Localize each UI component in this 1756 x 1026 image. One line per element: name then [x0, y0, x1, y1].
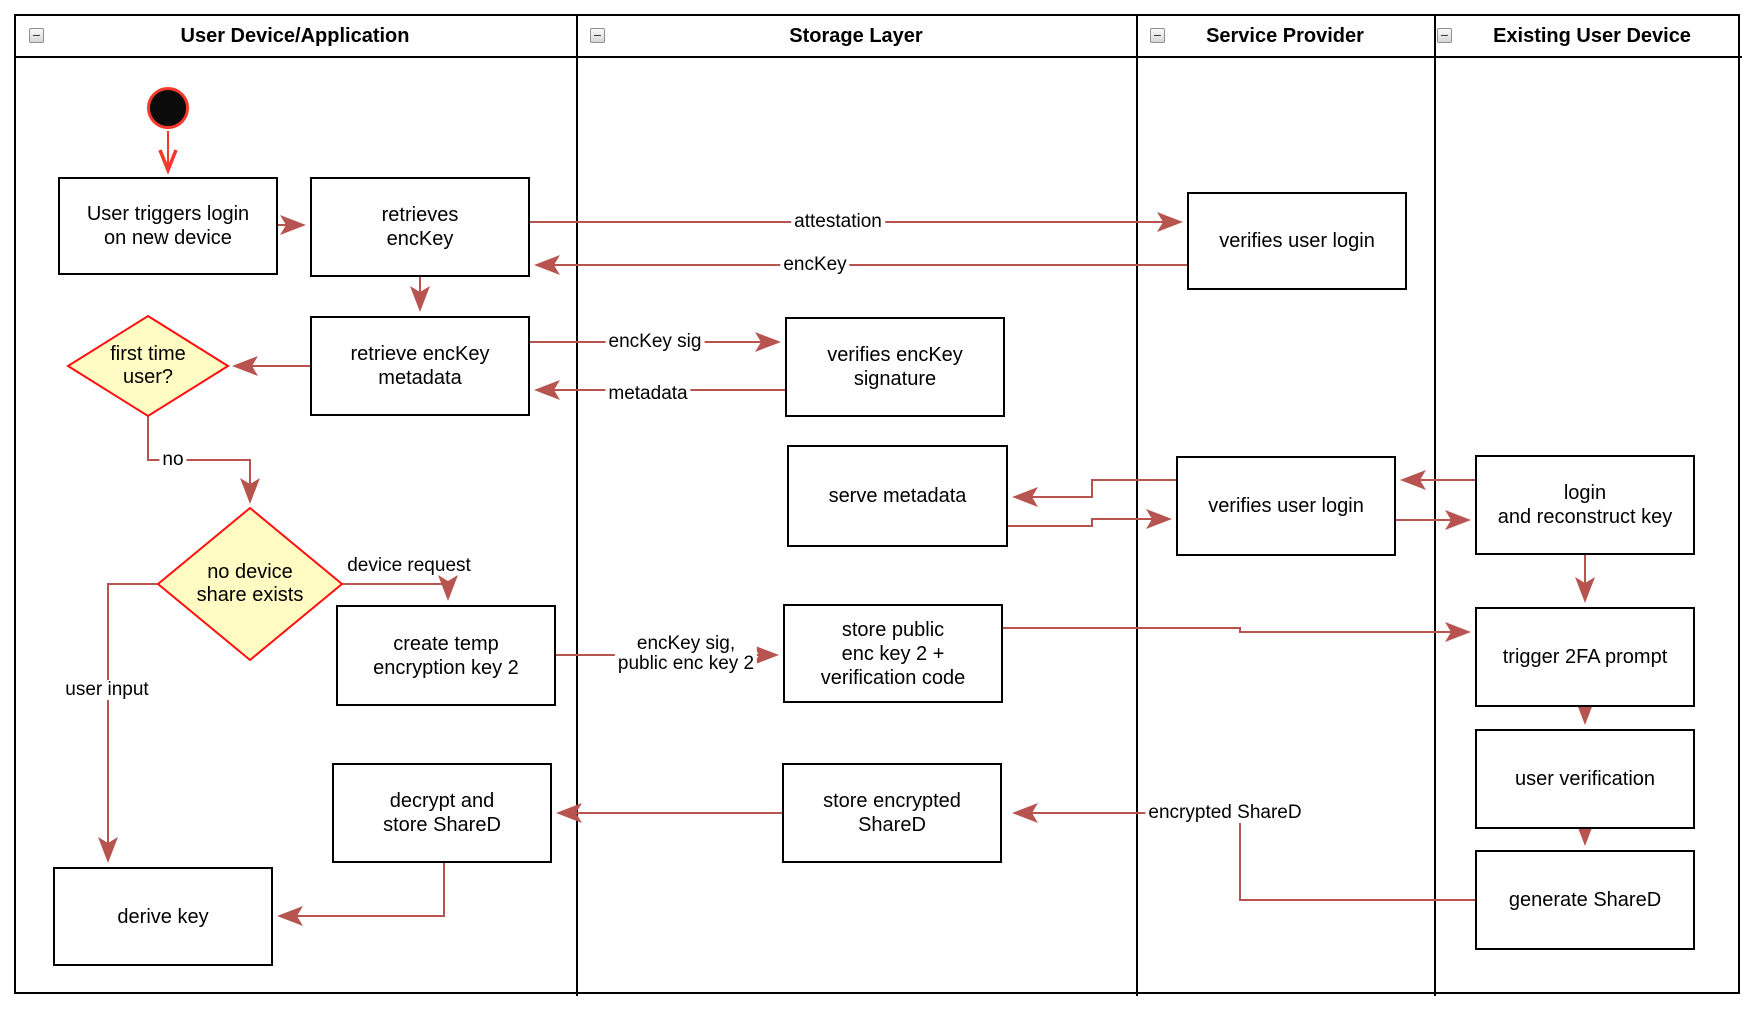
edge-label-enckey-sig: encKey sig — [605, 332, 705, 352]
edge-no — [147, 416, 260, 504]
header-divider — [14, 56, 1742, 58]
edge-label-encrypted-shared: encrypted ShareD — [1145, 803, 1305, 823]
edge-device-request — [342, 575, 458, 601]
lane-divider-3 — [1434, 14, 1436, 996]
node-retrieves-enckey[interactable]: retrieves encKey — [310, 177, 530, 277]
lane-divider-1 — [576, 14, 578, 996]
lane-header-existing-user-device: Existing User Device — [1493, 24, 1691, 47]
edge-label-device-request: device request — [347, 555, 471, 576]
node-user-verification[interactable]: user verification — [1475, 729, 1695, 829]
start-node[interactable] — [147, 87, 189, 129]
edge-label-attestation: attestation — [791, 212, 885, 232]
node-retrieve-enckey-metadata[interactable]: retrieve encKey metadata — [310, 316, 530, 416]
lane-header-user-device: User Device/Application — [180, 24, 410, 47]
decision-label-first-time-user: first time user? — [110, 343, 186, 388]
diagram-frame — [14, 14, 1740, 994]
decision-no-device-share-exists[interactable] — [156, 506, 344, 662]
node-login-and-reconstruct-key[interactable]: login and reconstruct key — [1475, 455, 1695, 555]
edge-label-metadata: metadata — [605, 384, 691, 404]
collapse-icon[interactable]: − — [590, 28, 605, 43]
edge-store-public-to-trigger-2fa — [1003, 622, 1471, 642]
edge-serve-metadata-to-verifies — [1008, 509, 1172, 529]
collapse-icon[interactable]: − — [1437, 28, 1452, 43]
edge-label-no: no — [159, 450, 187, 470]
lane-divider-2 — [1136, 14, 1138, 996]
node-store-public-enc-key-2[interactable]: store public enc key 2 + verification co… — [783, 604, 1003, 703]
node-store-encrypted-shared[interactable]: store encrypted ShareD — [782, 763, 1002, 863]
edge-label-enckey: encKey — [780, 255, 850, 275]
edge-label-enckey-sig-public: encKey sig, public enc key 2 — [614, 634, 758, 674]
decision-label-no-device-share: no device share exists — [196, 561, 304, 606]
lane-header-storage-layer: Storage Layer — [789, 24, 923, 47]
edge-verifies-to-serve-metadata — [1012, 479, 1176, 507]
node-verifies-user-login-top[interactable]: verifies user login — [1187, 192, 1407, 290]
node-derive-key[interactable]: derive key — [53, 867, 273, 966]
edge-label-user-input: user input — [62, 680, 152, 700]
decision-first-time-user[interactable] — [66, 314, 230, 418]
lane-header-service-provider: Service Provider — [1206, 24, 1364, 47]
node-generate-shared[interactable]: generate ShareD — [1475, 850, 1695, 950]
node-user-triggers-login[interactable]: User triggers login on new device — [58, 177, 278, 275]
node-serve-metadata[interactable]: serve metadata — [787, 445, 1008, 547]
edge-generate-shared-to-store-encrypted — [1012, 803, 1475, 901]
node-trigger-2fa-prompt[interactable]: trigger 2FA prompt — [1475, 607, 1695, 707]
node-decrypt-and-store-shared[interactable]: decrypt and store ShareD — [332, 763, 552, 863]
edge-user-input — [98, 583, 158, 863]
collapse-icon[interactable]: − — [1150, 28, 1165, 43]
collapse-icon[interactable]: − — [29, 28, 44, 43]
node-verifies-enckey-signature[interactable]: verifies encKey signature — [785, 317, 1005, 417]
node-create-temp-encryption-key-2[interactable]: create temp encryption key 2 — [336, 605, 556, 706]
edge-decrypt-to-derive-key — [277, 863, 445, 926]
node-verifies-user-login-mid[interactable]: verifies user login — [1176, 456, 1396, 556]
